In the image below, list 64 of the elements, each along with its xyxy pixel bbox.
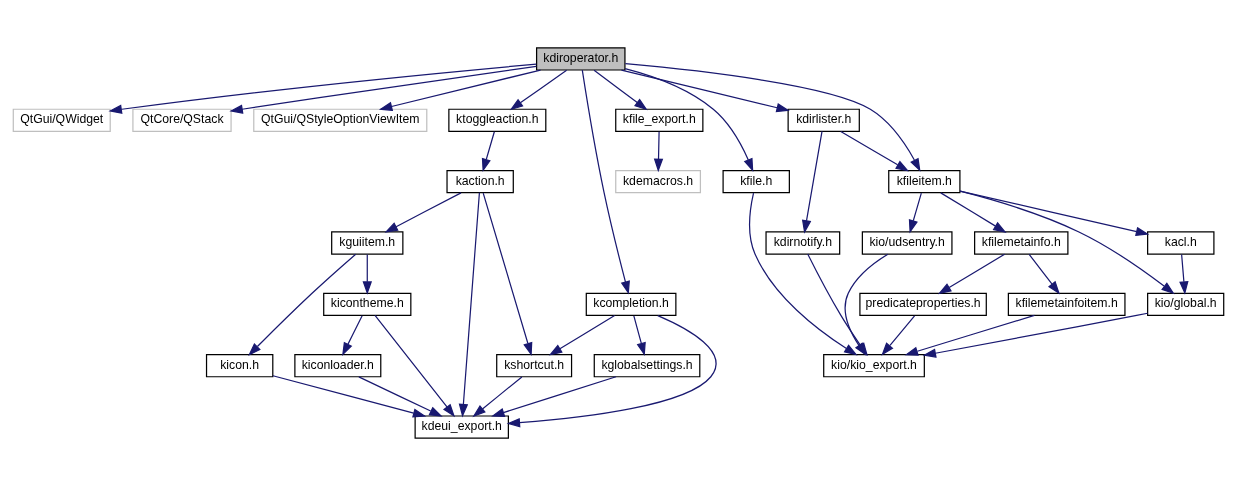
arrow bbox=[491, 375, 617, 417]
arrow bbox=[624, 67, 754, 172]
node-box: kfile_export.h bbox=[615, 108, 704, 132]
node-box: QtGui/QWidget bbox=[12, 108, 111, 132]
arrow bbox=[593, 69, 648, 110]
arrow bbox=[229, 65, 537, 114]
arrow bbox=[384, 191, 462, 233]
node-box: kguiitem.h bbox=[331, 230, 404, 255]
arrow bbox=[342, 314, 363, 356]
arrow bbox=[581, 69, 630, 295]
node-box: kdirnotify.h bbox=[765, 230, 841, 255]
arrow bbox=[481, 130, 495, 172]
arrow bbox=[548, 314, 616, 356]
arrow bbox=[881, 314, 916, 356]
node-box: kicon.h bbox=[205, 353, 274, 377]
arrow bbox=[108, 63, 537, 114]
node-box: kfilemetainfo.h bbox=[974, 230, 1069, 255]
arrow bbox=[506, 314, 717, 427]
arrow bbox=[358, 375, 443, 417]
node-box: kfilemetainfoitem.h bbox=[1007, 292, 1126, 316]
arrow bbox=[624, 62, 921, 172]
node-box: kfile.h bbox=[722, 169, 790, 193]
arrow bbox=[458, 191, 481, 417]
arrow bbox=[472, 375, 523, 417]
node-box: ktoggleaction.h bbox=[448, 108, 547, 132]
arrow bbox=[959, 190, 1175, 294]
node-box: QtGui/QStyleOptionViewItem bbox=[253, 108, 428, 132]
arrow bbox=[904, 314, 1036, 356]
node-box: kdirlister.h bbox=[787, 108, 860, 132]
arrow bbox=[653, 130, 664, 172]
node-box: kiconloader.h bbox=[294, 353, 382, 377]
arrow bbox=[801, 130, 823, 234]
arrow bbox=[922, 312, 1149, 358]
arrow bbox=[840, 130, 910, 171]
node-box: kcompletion.h bbox=[585, 292, 677, 316]
arrow bbox=[272, 374, 427, 418]
node-box: kio/kio_export.h bbox=[823, 353, 925, 377]
node-box: kdemacros.h bbox=[615, 169, 701, 193]
arrow bbox=[374, 314, 456, 417]
node-box: kglobalsettings.h bbox=[593, 353, 701, 377]
arrow bbox=[937, 253, 1006, 294]
node-box: kacl.h bbox=[1147, 230, 1215, 255]
node-box: kfileitem.h bbox=[888, 169, 961, 193]
node-box: kdiroperator.h bbox=[536, 46, 626, 71]
node-box: kicontheme.h bbox=[323, 292, 412, 316]
node-box: kshortcut.h bbox=[496, 353, 573, 377]
arrow bbox=[509, 69, 568, 110]
arrow bbox=[378, 68, 542, 111]
arrow bbox=[620, 68, 790, 112]
arrow bbox=[633, 314, 646, 356]
node-box: kio/global.h bbox=[1147, 292, 1225, 316]
arrow bbox=[362, 253, 372, 295]
arrow bbox=[248, 253, 357, 356]
arrow bbox=[482, 192, 533, 356]
arrow bbox=[1179, 253, 1189, 295]
node-box: QtCore/QStack bbox=[132, 108, 232, 132]
arrow bbox=[908, 192, 922, 233]
node-box: predicateproperties.h bbox=[859, 292, 987, 316]
arrow bbox=[1028, 253, 1060, 294]
node-box: kdeui_export.h bbox=[414, 414, 509, 439]
arrow bbox=[940, 191, 1007, 233]
node-box: kio/udsentry.h bbox=[861, 230, 953, 255]
arrow bbox=[749, 191, 858, 355]
node-box: kaction.h bbox=[446, 169, 514, 193]
